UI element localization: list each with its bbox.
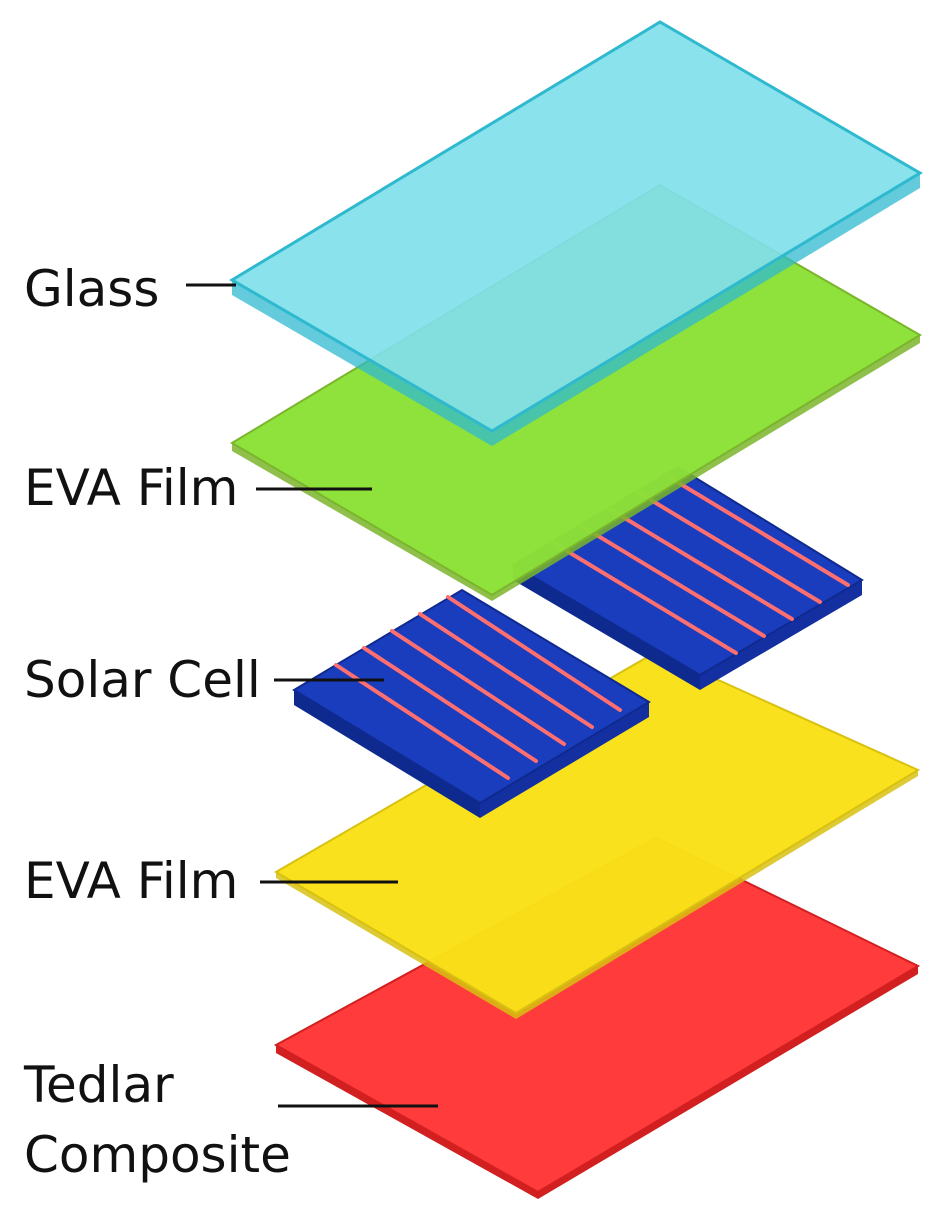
label-solar-cell: Solar Cell: [24, 651, 261, 709]
solar-cell-right-finger: [634, 489, 822, 604]
solar-cell-right-side-face: [700, 580, 862, 690]
label-glass-group: Glass: [24, 260, 236, 318]
solar-cell-right-finger: [662, 472, 850, 587]
solar-cell-left-finger: [446, 595, 622, 712]
solar-cell-left-top: [292, 588, 651, 805]
glass-sheet: [229, 20, 923, 433]
label-tedlar-composite-group: Tedlar Composite: [23, 1056, 438, 1184]
solar-cell-left-side-face: [480, 702, 649, 818]
label-eva-film-bottom-group: EVA Film: [24, 852, 398, 910]
solar-cell-left-fingers: [334, 595, 622, 780]
solar-cell-left-finger: [334, 663, 510, 780]
solar-cell-left-finger: [390, 629, 566, 746]
label-eva-film-top: EVA Film: [24, 459, 238, 517]
solar-cell-left-finger: [362, 646, 538, 763]
solar-cell-left-front-face: [294, 690, 480, 818]
solar-cell-right-fingers: [550, 472, 850, 655]
label-tedlar-composite-line-2: Composite: [24, 1126, 291, 1184]
label-eva-film-bottom: EVA Film: [24, 852, 238, 910]
glass-layer: [229, 20, 923, 446]
label-glass: Glass: [24, 260, 159, 318]
solar-cell-left: [292, 588, 651, 818]
solar-cell-right-finger: [578, 523, 766, 638]
label-solar-cell-group: Solar Cell: [24, 651, 384, 709]
solar-cell-right-finger: [606, 506, 794, 621]
label-tedlar-composite-line-1: Tedlar: [23, 1056, 174, 1114]
solar-cell-right-front-face: [513, 565, 700, 690]
solar-cell-left-finger: [418, 612, 594, 729]
label-tedlar-composite: Tedlar Composite: [23, 1056, 291, 1184]
solar-cell-right-finger: [550, 540, 738, 655]
label-eva-film-top-group: EVA Film: [24, 459, 372, 517]
